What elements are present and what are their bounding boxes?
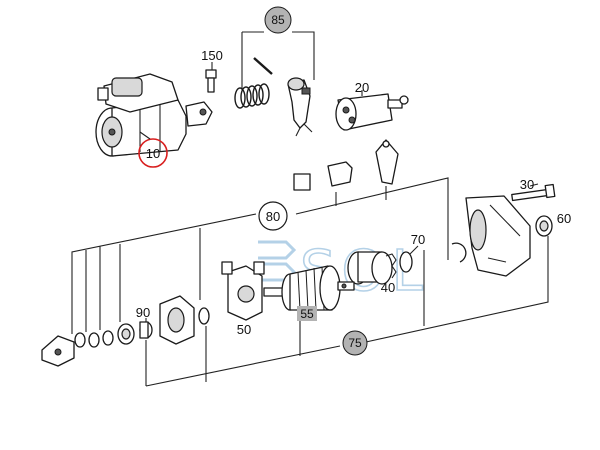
watermark-logo-icon <box>258 240 297 260</box>
part-brush-holder-50 <box>221 261 265 321</box>
badge-75 <box>342 330 368 356</box>
callout-50: 50 <box>237 322 251 337</box>
callout-70: 70 <box>411 232 425 247</box>
part-end-cap <box>159 295 195 345</box>
part-lever-set <box>234 57 313 137</box>
part-starter-assembly <box>95 73 213 157</box>
part-bolt-30 <box>511 183 556 202</box>
badge-80 <box>258 201 288 231</box>
part-solenoid-20 <box>335 93 409 131</box>
part-gasket <box>198 307 210 325</box>
callout-80: 80 <box>266 209 280 224</box>
part-bushing-90 <box>139 321 153 339</box>
part-clips <box>293 139 399 191</box>
watermark-logo-icon-lower <box>258 262 297 282</box>
callout-10: 10 <box>146 146 160 161</box>
part-bushing-60 <box>535 215 553 237</box>
leader-lines <box>71 31 549 387</box>
callout-90: 90 <box>136 305 150 320</box>
callout-60: 60 <box>557 211 571 226</box>
callout-30: 30 <box>520 177 534 192</box>
part-pinion-40 <box>347 251 413 285</box>
badge-85 <box>264 6 292 34</box>
part-washers <box>41 323 135 367</box>
callout-150: 150 <box>201 48 223 63</box>
badge-55 <box>297 306 317 321</box>
part-drive-housing <box>465 195 531 277</box>
highlight-ring-10 <box>138 138 168 168</box>
callout-75: 75 <box>348 336 362 350</box>
part-armature-55 <box>263 265 355 311</box>
callout-85: 85 <box>271 13 285 27</box>
callout-55: 55 <box>300 307 314 321</box>
callout-20: 20 <box>355 80 369 95</box>
part-bolt-150 <box>205 69 217 93</box>
callout-40: 40 <box>381 280 395 295</box>
part-circlip <box>451 242 467 263</box>
